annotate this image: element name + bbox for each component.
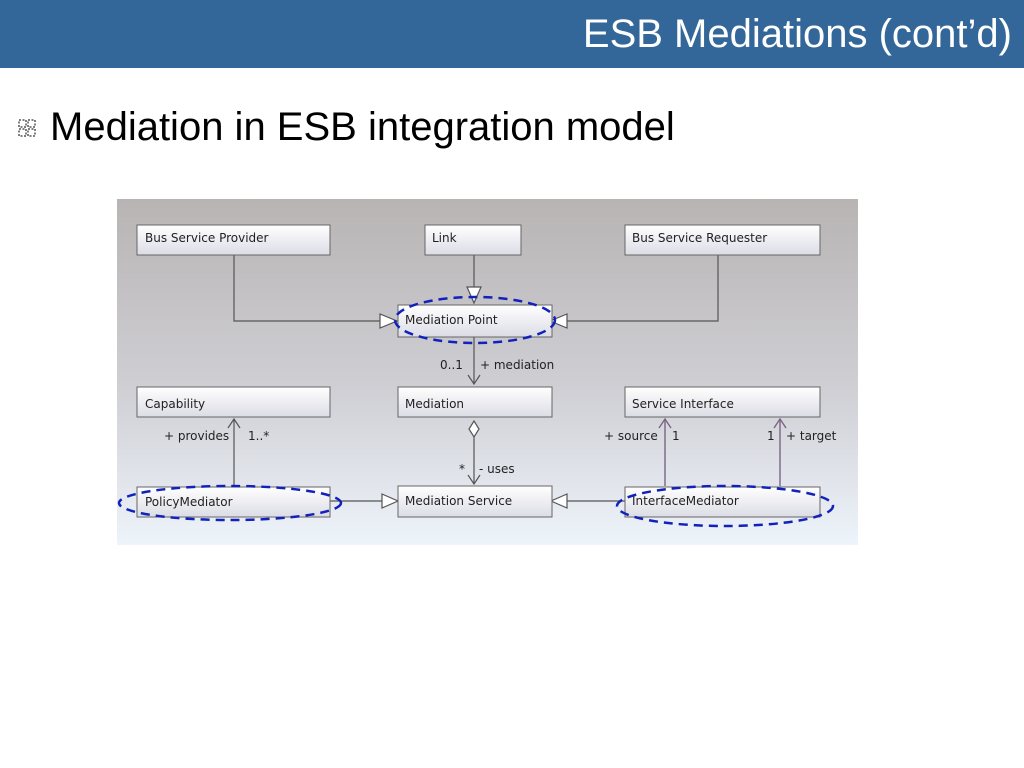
uses-multiplicity: * (459, 462, 465, 476)
box-bus-service-provider: Bus Service Provider (136, 224, 331, 256)
navigation-arrow-uses (467, 474, 481, 486)
box-label: Bus Service Provider (145, 231, 269, 245)
provides-multiplicity: 1..* (248, 429, 269, 443)
box-link: Link (424, 224, 522, 256)
box-mediation: Mediation (397, 386, 553, 418)
arrowheads (227, 286, 568, 509)
navigation-arrow-source (658, 417, 672, 429)
box-label: Capability (145, 397, 205, 411)
navigation-arrow-target (773, 417, 787, 429)
box-policy-mediator: PolicyMediator (136, 486, 331, 518)
box-capability: Capability (136, 386, 331, 418)
association-labels: 0..1 + mediation + provides 1..* * - use… (164, 358, 837, 476)
box-label: Bus Service Requester (632, 231, 767, 245)
connectors (233, 255, 719, 502)
box-mediation-point: Mediation Point (397, 304, 553, 338)
box-label: Service Interface (632, 397, 734, 411)
highlight-policy-mediator (117, 484, 343, 522)
requester-connector (567, 255, 719, 322)
slide-title: ESB Mediations (cont’d) (582, 12, 1012, 56)
source-multiplicity: 1 (672, 429, 680, 443)
target-multiplicity: 1 (767, 429, 775, 443)
box-label: Mediation Point (405, 313, 498, 327)
interface-links (664, 419, 781, 486)
generalization-arrow-requester (548, 313, 568, 329)
box-label: Mediation (405, 397, 464, 411)
navigation-arrow-mediation (467, 374, 481, 386)
navigation-arrow-provides (227, 417, 241, 429)
source-role: + source (604, 429, 658, 443)
aggregation-diamond (468, 419, 480, 439)
highlight-mediation-point (393, 295, 557, 345)
target-role: + target (786, 429, 837, 443)
mediation-multiplicity: 0..1 (440, 358, 463, 372)
generalization-arrow-link (466, 286, 482, 305)
box-interface-mediator: InterfaceMediator (624, 486, 821, 518)
checkered-square-bullet-icon (18, 119, 36, 137)
box-label: PolicyMediator (145, 495, 233, 509)
box-label: Mediation Service (405, 494, 512, 508)
box-service-interface: Service Interface (624, 386, 821, 418)
mediation-role: + mediation (480, 358, 554, 372)
bullet-text: Mediation in ESB integration model (50, 105, 675, 149)
uml-diagram: Bus Service Provider Link Bus Service Re… (117, 199, 858, 545)
box-mediation-service: Mediation Service (397, 485, 553, 518)
box-bus-service-requester: Bus Service Requester (624, 224, 821, 256)
uses-role: - uses (479, 462, 515, 476)
highlights (117, 295, 835, 528)
generalization-arrow-interface (549, 493, 568, 509)
highlight-interface-mediator (615, 484, 835, 528)
interface-arrowheads (658, 417, 787, 429)
generalization-arrow-policy (381, 493, 400, 509)
box-label: Link (432, 231, 457, 245)
box-label: InterfaceMediator (632, 494, 739, 508)
generalization-arrow-provider (379, 313, 399, 329)
title-bar: ESB Mediations (cont’d) (0, 0, 1024, 68)
provider-connector (233, 255, 380, 322)
provides-role: + provides (164, 429, 229, 443)
